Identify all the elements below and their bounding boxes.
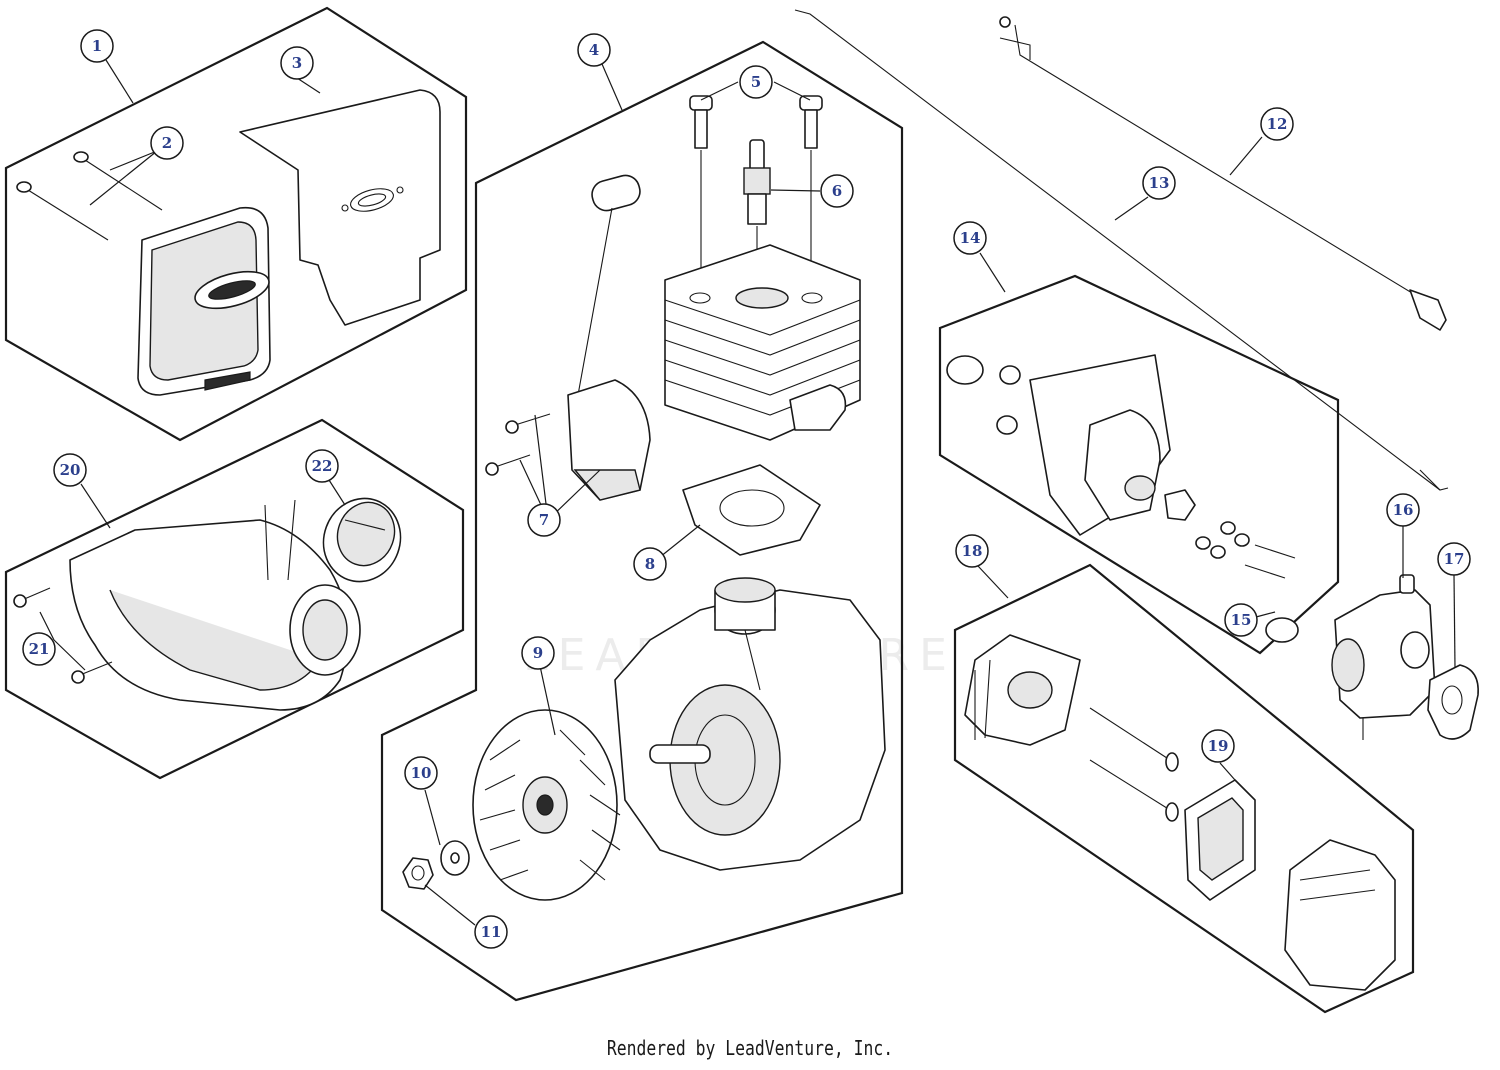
callout-3: 3: [280, 46, 314, 80]
primer-valve: [1164, 489, 1196, 521]
panel-muffler-group: [4, 6, 468, 442]
callout-7-label: 7: [539, 511, 549, 529]
callout-22-label: 22: [312, 457, 333, 475]
air-filter-element: [1184, 779, 1256, 901]
air-filter-cover: [1284, 839, 1396, 991]
callout-1-label: 1: [92, 37, 102, 55]
callout-15: 15: [1224, 603, 1258, 637]
callout-11-label: 11: [481, 923, 502, 941]
crankcase: [614, 577, 886, 871]
flywheel: [472, 709, 621, 901]
insulator-block: [1029, 354, 1171, 536]
panel-carb-mount-group: [938, 274, 1340, 655]
carburetor-gasket: [1427, 664, 1479, 740]
callout-3-label: 3: [292, 54, 302, 72]
callout-19-label: 19: [1208, 737, 1229, 755]
muffler: [137, 206, 271, 396]
carb-mount-washers: [1195, 521, 1250, 559]
callout-16: 16: [1386, 493, 1420, 527]
coil-screws: [485, 413, 551, 476]
cylinder: [664, 244, 861, 441]
callout-7: 7: [527, 503, 561, 537]
callout-9-label: 9: [533, 644, 543, 662]
callout-13: 13: [1142, 166, 1176, 200]
callout-22: 22: [305, 449, 339, 483]
panel-air-filter-group: [953, 563, 1415, 1014]
carb-gasket-15: [1265, 617, 1299, 643]
callout-8-label: 8: [645, 555, 655, 573]
callout-2-label: 2: [162, 134, 172, 152]
callout-10: 10: [404, 756, 438, 790]
callout-18-label: 18: [962, 542, 983, 560]
callout-18: 18: [955, 534, 989, 568]
callout-19: 19: [1201, 729, 1235, 763]
air-filter-base: [964, 634, 1081, 746]
callout-8: 8: [633, 547, 667, 581]
callout-14: 14: [953, 221, 987, 255]
callout-12-label: 12: [1267, 115, 1288, 133]
callout-10-label: 10: [411, 764, 432, 782]
stop-switch-wire: [999, 16, 1447, 331]
callout-20: 20: [53, 453, 87, 487]
callout-4: 4: [577, 33, 611, 67]
callout-2: 2: [150, 126, 184, 160]
muffler-bolts: [16, 151, 163, 241]
carb-mount-bolts: [1244, 544, 1296, 579]
callout-16-label: 16: [1393, 501, 1414, 519]
callout-5-label: 5: [751, 73, 761, 91]
callout-15-label: 15: [1231, 611, 1252, 629]
panel-engine-group: [380, 40, 904, 1002]
callout-6: 6: [820, 174, 854, 208]
callout-6-label: 6: [832, 182, 842, 200]
carb-gasket-small: [946, 355, 1021, 435]
callout-4-label: 4: [589, 41, 599, 59]
spark-plug: [743, 139, 771, 290]
callout-9: 9: [521, 636, 555, 670]
panel-fuel-tank-group: [4, 418, 465, 780]
air-filter-screws: [1089, 707, 1179, 822]
credit-text: Rendered by LeadVenture, Inc.: [606, 1036, 894, 1060]
callout-21-label: 21: [29, 640, 50, 658]
callout-13-label: 13: [1149, 174, 1170, 192]
callout-21: 21: [22, 632, 56, 666]
flywheel-washer: [440, 840, 470, 876]
callout-17: 17: [1437, 542, 1471, 576]
leader-lines: [39, 59, 1456, 926]
flywheel-nut: [402, 857, 434, 890]
fuel-cap: [322, 497, 402, 583]
cylinder-gasket: [682, 464, 821, 556]
fuel-tank: [69, 499, 361, 711]
fuel-tank-screws: [13, 587, 113, 684]
throttle-cable: [794, 9, 1449, 491]
ignition-coil: [567, 174, 651, 501]
callout-14-label: 14: [960, 229, 981, 247]
callout-1: 1: [80, 29, 114, 63]
carburetor: [1331, 574, 1436, 740]
callout-11: 11: [474, 915, 508, 949]
heat-shield: [239, 89, 441, 326]
cylinder-bolts: [689, 95, 823, 295]
callout-5: 5: [739, 65, 773, 99]
callout-20-label: 20: [60, 461, 81, 479]
callout-12: 12: [1260, 107, 1294, 141]
callout-17-label: 17: [1444, 550, 1465, 568]
